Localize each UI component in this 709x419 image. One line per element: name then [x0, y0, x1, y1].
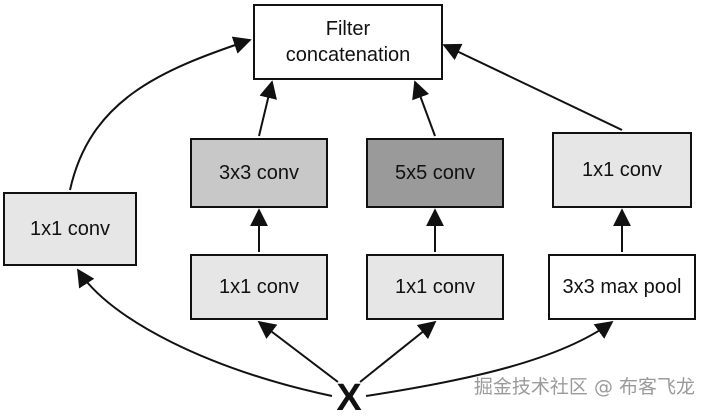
- filter-concatenation-label: Filter concatenation: [285, 18, 411, 66]
- branch4-1x1-conv-box: 1x1 conv: [552, 132, 692, 208]
- branch2-3x3-conv-box: 3x3 conv: [190, 138, 328, 208]
- branch2-1x1-conv-label: 1x1 conv: [218, 276, 300, 298]
- edge-b4-to-concat: [442, 43, 623, 131]
- input-x-label: X: [336, 377, 362, 419]
- branch3-1x1-conv-label: 1x1 conv: [394, 276, 476, 298]
- edge-left-to-concat: [69, 36, 252, 191]
- edge-x-to-b2: [257, 320, 339, 383]
- branch4-1x1-conv-label: 1x1 conv: [581, 159, 663, 181]
- branch4-3x3-max-pool-box: 3x3 max pool: [548, 254, 696, 320]
- edge-x-to-b3: [359, 320, 437, 383]
- edge-b3-to-concat: [412, 80, 436, 137]
- watermark-text: 掘金技术社区 @ 布客飞龙: [473, 376, 695, 398]
- branch3-5x5-conv-label: 5x5 conv: [394, 162, 476, 184]
- branch4-3x3-max-pool-label: 3x3 max pool: [562, 276, 682, 298]
- edge-b2-to-concat: [258, 80, 277, 137]
- edge-x-to-b4: [365, 320, 614, 397]
- filter-concatenation-box: Filter concatenation: [253, 4, 443, 80]
- branch3-5x5-conv-box: 5x5 conv: [366, 138, 504, 208]
- left-1x1-conv-box: 1x1 conv: [3, 192, 137, 266]
- edge-x-to-left: [77, 268, 333, 397]
- branch2-3x3-conv-label: 3x3 conv: [218, 162, 300, 184]
- branch3-1x1-conv-box: 1x1 conv: [366, 254, 504, 320]
- left-1x1-conv-label: 1x1 conv: [29, 218, 111, 240]
- branch2-1x1-conv-box: 1x1 conv: [190, 254, 328, 320]
